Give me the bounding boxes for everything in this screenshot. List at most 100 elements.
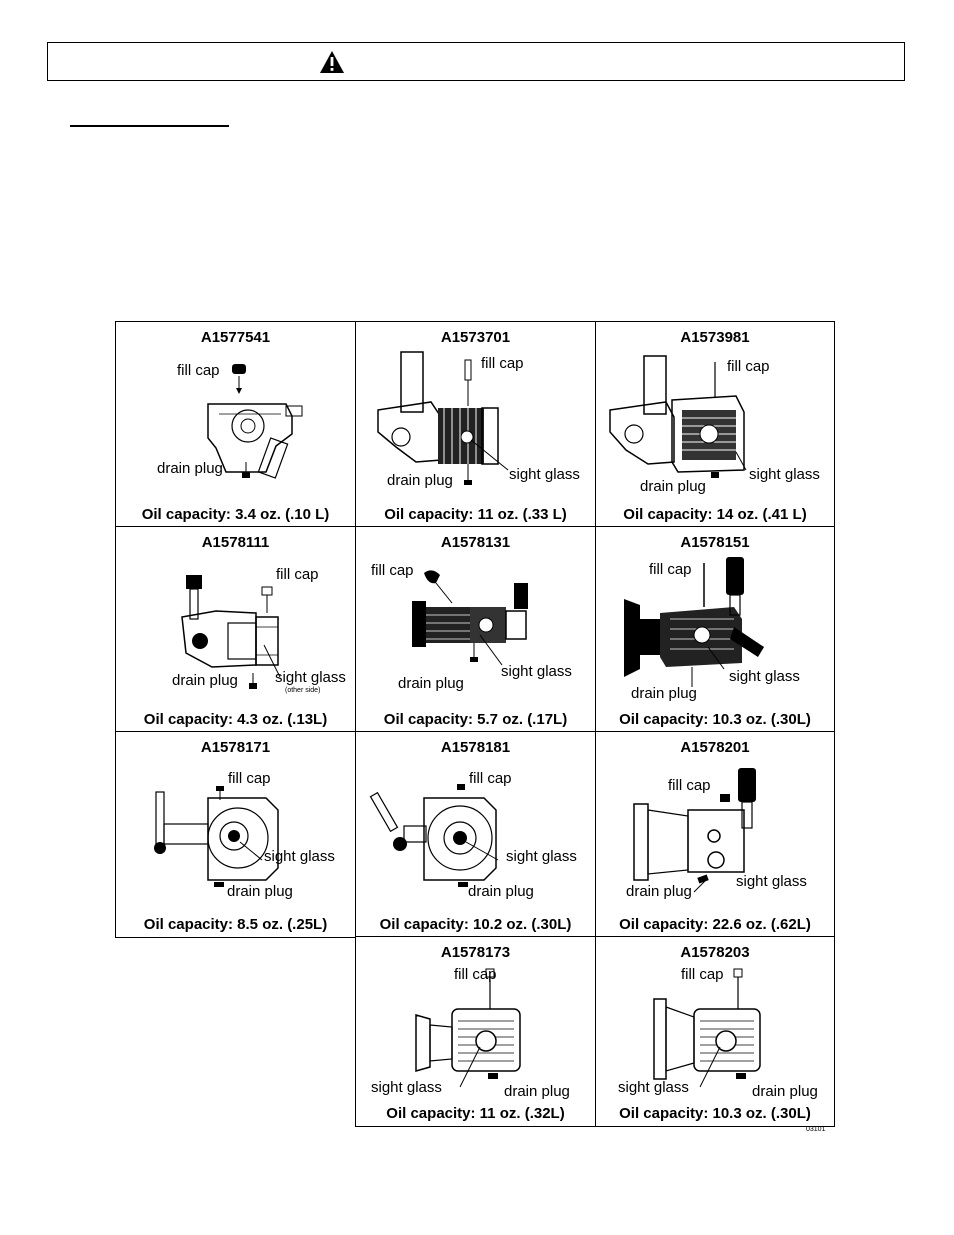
drain-plug-label: drain plug [752, 1083, 818, 1100]
pump-cell: A1578201 fill cap drain plug sight glass… [595, 731, 835, 938]
oil-capacity-label: Oil capacity: [143, 711, 233, 728]
oil-capacity-label: Oil capacity: [386, 1105, 476, 1122]
pump-model-number: A1573981 [680, 329, 750, 346]
pump-cell: A1578181 fill cap drain plug sight glass… [355, 731, 596, 938]
pump-illustration [609, 355, 747, 478]
pump-model-number: A1578203 [680, 944, 750, 961]
drain-plug-label: drain plug [640, 478, 706, 495]
pump-model-number: A1578181 [440, 739, 511, 756]
sight-glass-note: (other side) [285, 687, 321, 694]
sight-glass-label: sight glass [729, 668, 800, 685]
oil-capacity-value: 10.3 oz. (.30L) [712, 711, 811, 728]
pump-illustration [412, 570, 528, 666]
fill-cap-label: fill cap [727, 358, 770, 375]
oil-capacity-line: Oil capacity: 10.3 oz. (.30L) [596, 711, 834, 728]
drain-plug-label: drain plug [631, 685, 697, 702]
pump-illustration [653, 968, 761, 1088]
pump-illustration [415, 968, 521, 1088]
sight-glass-label: sight glass [509, 466, 580, 483]
pump-model-number: A1578131 [440, 534, 511, 551]
pump-model-number: A1578171 [200, 739, 271, 756]
oil-capacity-line: Oil capacity: 22.6 oz. (.62L) [596, 916, 834, 933]
oil-capacity-value: 14 oz. (.41 L) [716, 506, 807, 523]
sight-glass-label: sight glass [501, 663, 572, 680]
oil-capacity-line: Oil capacity: 11 oz. (.32L) [356, 1105, 595, 1122]
oil-capacity-value: 8.5 oz. (.25L) [237, 916, 328, 933]
warning-banner [47, 42, 905, 81]
pump-cell: A1578203 fill cap drain plug sight glass… [595, 936, 835, 1127]
fill-cap-label: fill cap [668, 777, 711, 794]
pump-model-number: A1578111 [201, 534, 270, 551]
pump-illustration [154, 786, 279, 887]
fill-cap-label: fill cap [276, 566, 319, 583]
sight-glass-label: sight glass [275, 669, 346, 686]
oil-capacity-label: Oil capacity: [383, 711, 473, 728]
pump-model-number: A1578201 [680, 739, 750, 756]
sight-glass-label: sight glass [264, 848, 335, 865]
oil-capacity-value: 10.3 oz. (.30L) [712, 1105, 811, 1122]
pump-cell: A1573701 fill cap drain plug sight glass… [355, 321, 596, 528]
pump-cell: A1578151 fill cap drain plug sight glass… [595, 526, 835, 733]
oil-capacity-line: Oil capacity: 8.5 oz. (.25L) [116, 916, 355, 933]
oil-capacity-label: Oil capacity: [619, 711, 709, 728]
pump-cell: A1578173 fill cap drain plug sight glass… [355, 936, 596, 1127]
drain-plug-label: drain plug [504, 1083, 570, 1100]
oil-capacity-label: Oil capacity: [384, 506, 474, 523]
drain-plug-label: drain plug [387, 472, 453, 489]
oil-capacity-value: 5.7 oz. (.17L) [477, 711, 568, 728]
oil-capacity-label: Oil capacity: [379, 916, 469, 933]
fill-cap-label: fill cap [371, 562, 414, 579]
fill-cap-label: fill cap [481, 355, 524, 372]
oil-capacity-value: 3.4 oz. (.10 L) [235, 506, 330, 523]
sight-glass-label: sight glass [371, 1079, 442, 1096]
oil-capacity-label: Oil capacity: [619, 1105, 709, 1122]
section-heading-underline [70, 125, 229, 127]
oil-capacity-line: Oil capacity: 4.3 oz. (.13L) [116, 711, 355, 728]
pump-illustration [181, 575, 281, 689]
oil-capacity-value: 10.2 oz. (.30L) [473, 916, 572, 933]
drain-plug-label: drain plug [626, 883, 692, 900]
fill-cap-label: fill cap [649, 561, 692, 578]
pump-model-number: A1578151 [680, 534, 750, 551]
pump-illustration [624, 557, 764, 687]
oil-capacity-line: Oil capacity: 11 oz. (.33 L) [356, 506, 595, 523]
oil-capacity-label: Oil capacity: [619, 916, 709, 933]
sight-glass-label: sight glass [736, 873, 807, 890]
drain-plug-label: drain plug [398, 675, 464, 692]
sight-glass-label: sight glass [618, 1079, 689, 1096]
sight-glass-label: sight glass [749, 466, 820, 483]
drain-plug-label: drain plug [227, 883, 293, 900]
pump-model-number: A1577541 [200, 329, 271, 346]
warning-triangle-icon [320, 51, 344, 73]
drain-plug-label: drain plug [157, 460, 223, 477]
oil-capacity-value: 11 oz. (.33 L) [477, 506, 567, 523]
pump-model-number: A1578173 [440, 944, 511, 961]
oil-capacity-line: Oil capacity: 5.7 oz. (.17L) [356, 711, 595, 728]
oil-capacity-value: 4.3 oz. (.13L) [237, 711, 328, 728]
pump-illustration [369, 784, 499, 887]
pump-illustration [207, 364, 303, 479]
figure-number: 03101 [806, 1126, 826, 1133]
oil-capacity-label: Oil capacity: [623, 506, 713, 523]
pump-cell: A1578171 fill cap drain plug sight glass… [115, 731, 356, 938]
oil-capacity-value: 22.6 oz. (.62L) [712, 916, 811, 933]
fill-cap-label: fill cap [228, 770, 271, 787]
oil-capacity-line: Oil capacity: 3.4 oz. (.10 L) [116, 506, 355, 523]
sight-glass-label: sight glass [506, 848, 577, 865]
pump-model-number: A1573701 [440, 329, 511, 346]
fill-cap-label: fill cap [454, 966, 497, 983]
oil-capacity-line: Oil capacity: 10.3 oz. (.30L) [596, 1105, 834, 1122]
oil-capacity-line: Oil capacity: 14 oz. (.41 L) [596, 506, 834, 523]
oil-capacity-label: Oil capacity: [143, 916, 233, 933]
fill-cap-label: fill cap [177, 362, 220, 379]
pump-cell: A1577541 fill cap drain plug Oil capacit… [115, 321, 356, 528]
pump-cell: A1573981 fill cap drain plug sight glass… [595, 321, 835, 528]
pump-cell: A1578131 fill cap drain plug sight glass… [355, 526, 596, 733]
fill-cap-label: fill cap [469, 770, 512, 787]
oil-capacity-value: 11 oz. (.32L) [479, 1105, 565, 1122]
pump-illustration [633, 768, 756, 893]
oil-capacity-label: Oil capacity: [141, 506, 231, 523]
fill-cap-label: fill cap [681, 966, 724, 983]
oil-capacity-line: Oil capacity: 10.2 oz. (.30L) [356, 916, 595, 933]
drain-plug-label: drain plug [468, 883, 534, 900]
